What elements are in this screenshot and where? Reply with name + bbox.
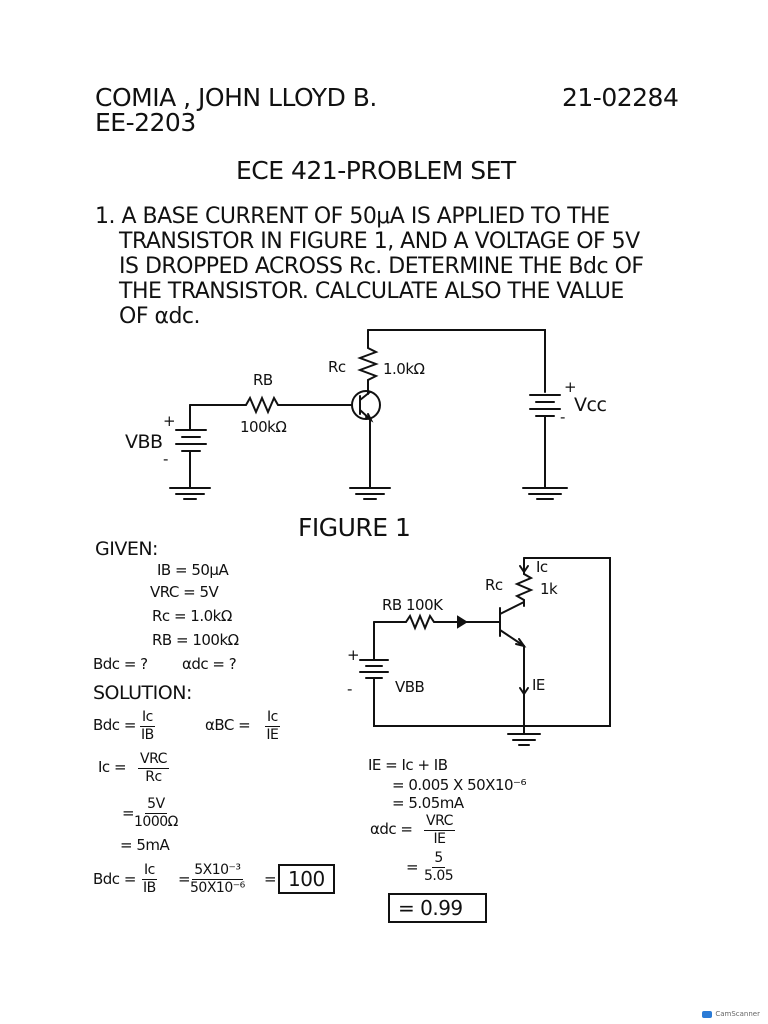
fraction-denominator: IE: [433, 830, 446, 847]
fraction-denominator: IB: [141, 726, 154, 743]
bdc-formula-fraction: Ic IB: [140, 710, 155, 742]
equals-sign: =: [406, 858, 419, 876]
fig2-ic-label: Ic: [536, 558, 548, 576]
given-item: VRC = 5V: [150, 583, 219, 601]
given-item: Rc = 1.0kΩ: [152, 607, 232, 625]
adc-value-fraction: 5 5.05: [424, 850, 454, 884]
abc-formula-lhs: αBC =: [205, 716, 251, 734]
student-section: EE-2203: [95, 108, 196, 137]
fig1-vbb-plus: +: [163, 412, 176, 430]
fig2-vbb-minus: -: [347, 680, 352, 698]
fig2-vbb-plus: +: [347, 646, 360, 664]
problem-line: OF αdc.: [119, 304, 201, 329]
student-name: COMIA , JOHN LLOYD B.: [95, 83, 377, 112]
fraction-numerator: 5V: [145, 796, 167, 814]
fraction-denominator: IB: [143, 879, 156, 896]
equals-sign: =: [122, 804, 135, 822]
fraction-denominator: Rc: [145, 768, 162, 785]
problem-set-title: ECE 421-PROBLEM SET: [236, 156, 516, 185]
problem-statement: 1. A BASE CURRENT OF 50μA IS APPLIED TO …: [95, 204, 655, 329]
ie-formula: IE = Ic + IB: [368, 756, 448, 774]
fig2-rb-label: RB 100K: [382, 596, 443, 614]
solution-heading: SOLUTION:: [93, 682, 192, 704]
fig1-vbb-label: VBB: [125, 431, 163, 453]
figure-2-circuit: [359, 557, 611, 746]
ic-formula-lhs: Ic =: [98, 758, 127, 776]
adc-formula-lhs: αdc =: [370, 820, 413, 838]
fraction-denominator: 1000Ω: [134, 813, 178, 830]
abc-formula-fraction: Ic IE: [265, 710, 280, 742]
student-number: 21-02284: [562, 83, 679, 112]
fig1-vcc-label: Vcc: [574, 394, 607, 416]
given-item: RB = 100kΩ: [152, 631, 239, 649]
fig2-rc-value: 1k: [540, 580, 558, 598]
fig2-ie-label: IE: [532, 676, 545, 694]
ic-result: = 5mA: [120, 836, 170, 854]
fraction-denominator: 5.05: [424, 867, 454, 884]
fraction-numerator: Ic: [142, 862, 157, 880]
fraction-denominator: 50X10⁻⁶: [190, 879, 245, 896]
adc-formula-fraction: VRC IE: [424, 814, 455, 846]
scanner-watermark: CamScanner: [702, 1010, 760, 1018]
fig1-rb-value: 100kΩ: [240, 418, 287, 436]
bdc-calc-fraction: Ic IB: [142, 863, 157, 895]
figure-1-circuit: [169, 329, 568, 500]
bdc-calc-lhs: Bdc =: [93, 870, 136, 888]
ic-value-fraction: 5V 1000Ω: [134, 797, 178, 829]
fig1-rb-label: RB: [253, 371, 273, 389]
problem-line: IS DROPPED ACROSS Rc. DETERMINE THE Bdc …: [119, 254, 644, 279]
equals-sign: =: [178, 870, 191, 888]
ie-step: = 0.005 X 50X10⁻⁶: [392, 776, 526, 794]
fraction-numerator: VRC: [138, 751, 169, 769]
bdc-calc-value-fraction: 5X10⁻³ 50X10⁻⁶: [190, 863, 245, 895]
fraction-numerator: 5X10⁻³: [192, 862, 243, 880]
problem-line: TRANSISTOR IN FIGURE 1, AND A VOLTAGE OF…: [119, 229, 640, 254]
bdc-answer-box: 100: [278, 864, 335, 894]
fig1-rc-label: Rc: [328, 358, 346, 376]
fig1-vcc-plus: +: [564, 378, 577, 396]
fig2-vbb-label: VBB: [395, 678, 425, 696]
given-item: IB = 50μA: [157, 561, 229, 579]
problem-line: 1. A BASE CURRENT OF 50μA IS APPLIED TO …: [95, 204, 610, 229]
fig1-vbb-minus: -: [163, 450, 168, 468]
ic-formula-fraction: VRC Rc: [138, 752, 169, 784]
given-item: αdc = ?: [182, 655, 237, 673]
equals-sign: =: [264, 870, 277, 888]
watermark-text: CamScanner: [715, 1010, 760, 1018]
fig1-vcc-minus: -: [560, 408, 565, 426]
fraction-numerator: Ic: [265, 709, 280, 727]
given-heading: GIVEN:: [95, 538, 158, 560]
figure-1-caption: FIGURE 1: [298, 513, 411, 542]
fig1-rc-value: 1.0kΩ: [383, 360, 425, 378]
fraction-numerator: Ic: [140, 709, 155, 727]
fraction-denominator: IE: [266, 726, 279, 743]
adc-answer-box: = 0.99: [388, 893, 487, 923]
problem-line: THE TRANSISTOR. CALCULATE ALSO THE VALUE: [119, 279, 624, 304]
fraction-numerator: 5: [432, 850, 445, 868]
given-item: Bdc = ?: [93, 655, 148, 673]
fig2-rc-label: Rc: [485, 576, 503, 594]
bdc-formula-lhs: Bdc =: [93, 716, 136, 734]
ie-step: = 5.05mA: [392, 794, 464, 812]
camscanner-logo-icon: [702, 1010, 713, 1018]
fraction-numerator: VRC: [424, 813, 455, 831]
